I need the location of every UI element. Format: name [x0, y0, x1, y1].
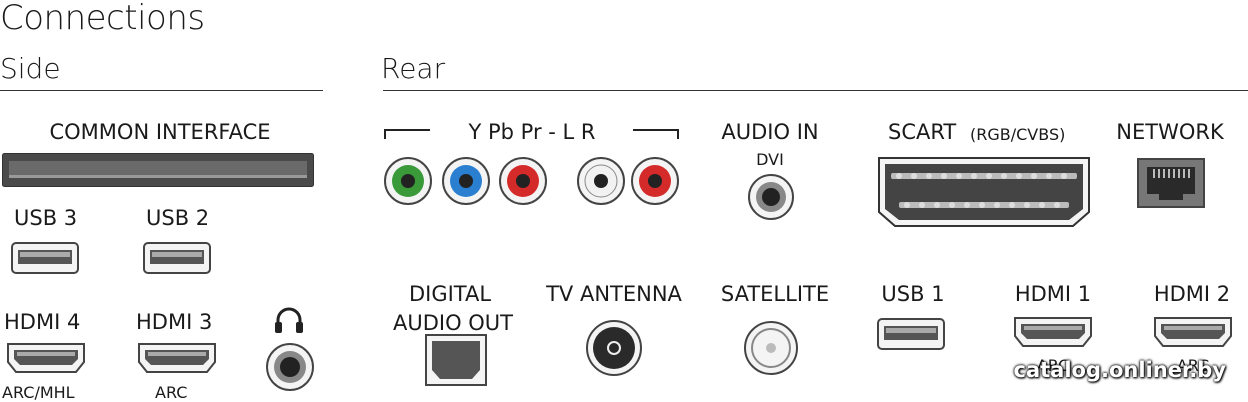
usb3-port-icon [11, 242, 79, 274]
rca-jack-pr-red-icon [499, 157, 547, 205]
hdmi4-port-icon [7, 343, 85, 373]
tv-antenna-port-icon [586, 320, 642, 376]
common-interface-label: COMMON INTERFACE [49, 120, 271, 144]
side-divider [0, 90, 323, 91]
network-label: NETWORK [1116, 120, 1224, 144]
section-rear-heading: Rear [381, 52, 446, 85]
rear-divider [383, 90, 1248, 91]
hdmi2-sub-label: ARC [1176, 356, 1210, 375]
digital-audio-out-label-line1: DIGITAL [408, 282, 492, 306]
hdmi3-sub-label: ARC [155, 383, 188, 402]
scart-port-icon [878, 157, 1090, 227]
hdmi4-sub-label: ARC/MHL [2, 383, 75, 402]
hdmi3-port-icon [138, 343, 216, 373]
headphones-icon [275, 307, 303, 333]
usb2-label: USB 2 [146, 206, 210, 230]
ypbpr-lr-label: Y Pb Pr - L R [468, 120, 596, 144]
hdmi1-sub-label: ARC [1036, 356, 1070, 375]
tv-antenna-label: TV ANTENNA [546, 282, 682, 306]
usb1-label: USB 1 [881, 282, 945, 306]
ypbpr-bracket-left [384, 129, 430, 139]
usb2-port-icon [143, 242, 211, 274]
optical-port-icon [425, 334, 487, 386]
audio-in-sub-label: DVI [756, 150, 784, 169]
digital-audio-out-label-line2: AUDIO OUT [392, 311, 514, 335]
network-port-icon [1137, 158, 1205, 208]
hdmi1-port-icon [1014, 317, 1092, 347]
rca-jacks-group [384, 157, 679, 205]
hdmi2-label: HDMI 2 [1153, 282, 1231, 306]
usb3-label: USB 3 [14, 206, 78, 230]
usb1-port-icon [877, 318, 945, 350]
scart-label: SCART [888, 120, 957, 144]
hdmi1-label: HDMI 1 [1014, 282, 1092, 306]
hdmi2-port-icon [1154, 317, 1232, 347]
watermark: catalog.onliner.by [1013, 358, 1227, 382]
common-interface-slot-icon [2, 153, 314, 187]
hdmi4-label: HDMI 4 [4, 310, 81, 334]
section-side-heading: Side [0, 52, 61, 85]
rca-jack-pb-blue-icon [442, 157, 490, 205]
rca-jack-l-white-icon [577, 157, 625, 205]
audio-in-label: AUDIO IN [721, 120, 819, 144]
satellite-port-icon [744, 321, 798, 375]
audio-in-jack-icon [748, 174, 794, 220]
page-title: Connections [0, 0, 205, 38]
satellite-label: SATELLITE [720, 282, 830, 306]
headphone-jack-icon [266, 343, 314, 391]
hdmi3-label: HDMI 3 [136, 310, 213, 334]
ypbpr-bracket-right [633, 129, 679, 139]
rca-jack-y-green-icon [384, 157, 432, 205]
rca-jack-r-red-icon [631, 157, 679, 205]
scart-sub-label: (RGB/CVBS) [970, 125, 1066, 144]
